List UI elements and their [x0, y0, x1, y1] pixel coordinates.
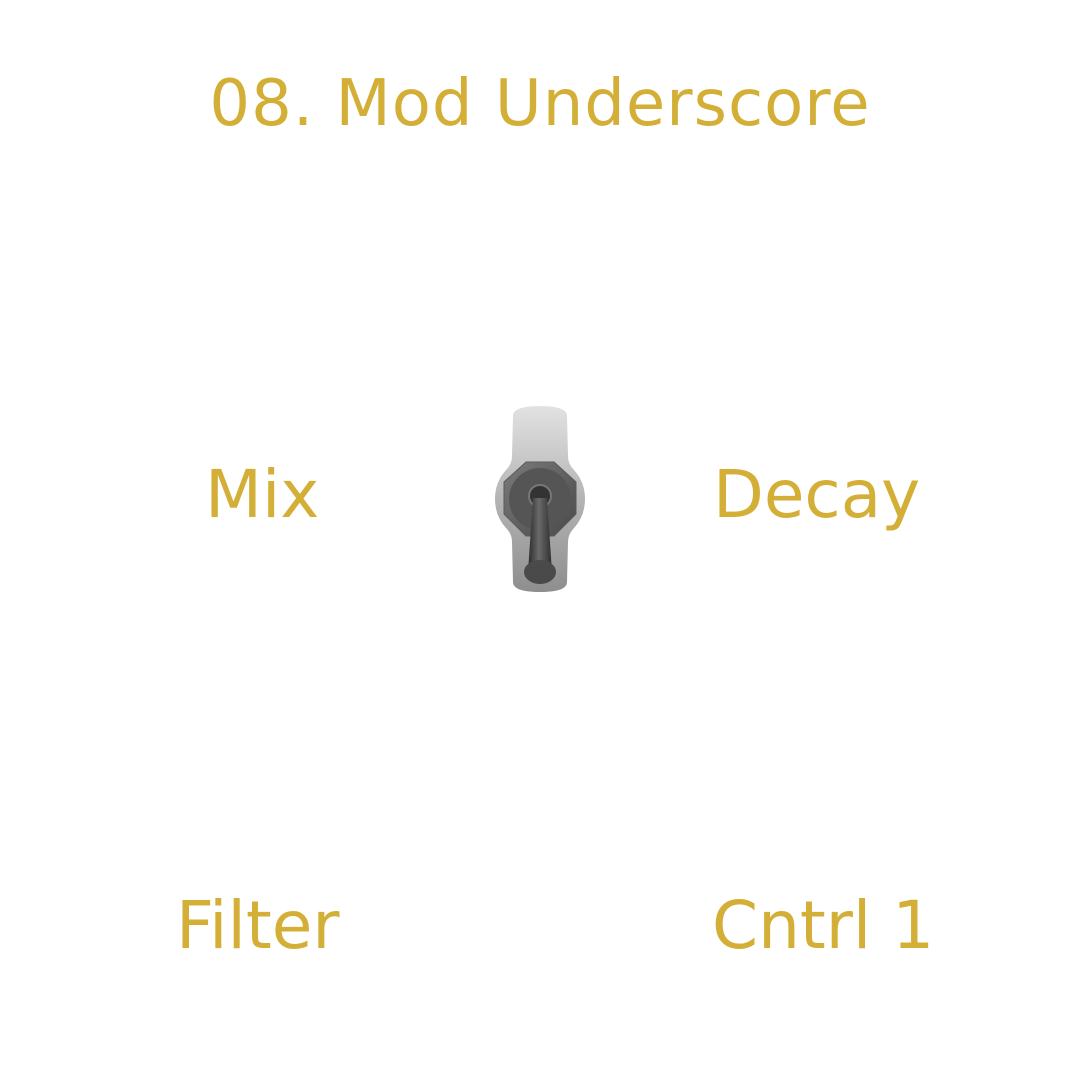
page-title: 08. Mod Underscore	[209, 67, 871, 141]
label-mix: Mix	[205, 456, 320, 533]
label-decay: Decay	[713, 456, 921, 533]
toggle-lever	[528, 498, 552, 572]
toggle-switch[interactable]	[490, 402, 590, 596]
label-filter: Filter	[176, 887, 340, 964]
label-cntrl-1: Cntrl 1	[712, 887, 935, 964]
